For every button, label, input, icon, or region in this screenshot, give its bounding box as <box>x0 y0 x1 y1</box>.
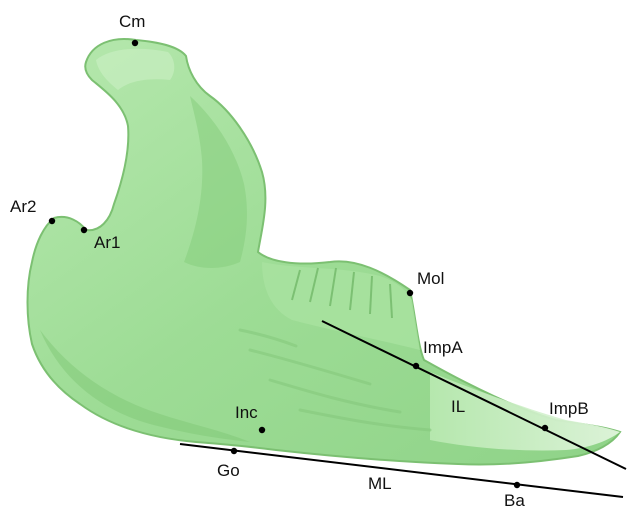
label-cm: Cm <box>119 12 145 31</box>
landmark-cm-point <box>131 39 139 47</box>
landmark-points <box>48 39 549 489</box>
label-il: IL <box>451 397 465 416</box>
label-mol: Mol <box>417 269 444 288</box>
label-impb: ImpB <box>549 399 589 418</box>
landmark-ar1-point <box>80 226 88 234</box>
label-go: Go <box>217 461 240 480</box>
landmark-ba-point <box>513 481 521 489</box>
label-inc: Inc <box>235 403 258 422</box>
label-ar1: Ar1 <box>94 233 120 252</box>
tooth-region <box>262 262 420 350</box>
canal-texture <box>238 328 432 432</box>
label-impa: ImpA <box>423 338 463 357</box>
coronoid-highlight <box>96 48 175 90</box>
label-ar2: Ar2 <box>10 197 36 216</box>
landmark-impb-point <box>541 424 549 432</box>
incisor-tip <box>430 372 620 451</box>
label-ml: ML <box>368 474 392 493</box>
landmark-go-point <box>230 447 238 455</box>
molar-ridges <box>291 267 393 319</box>
landmark-impa-point <box>412 362 420 370</box>
landmark-mol-point <box>406 289 414 297</box>
landmark-ar2-point <box>48 217 56 225</box>
mandible-bone <box>26 38 622 466</box>
landmark-inc-point <box>258 426 266 434</box>
mandibular-line <box>179 443 624 498</box>
ramus-shading <box>184 96 247 268</box>
incisor-line <box>321 320 627 470</box>
label-ba: Ba <box>504 491 525 510</box>
lower-border-shading <box>40 330 250 442</box>
